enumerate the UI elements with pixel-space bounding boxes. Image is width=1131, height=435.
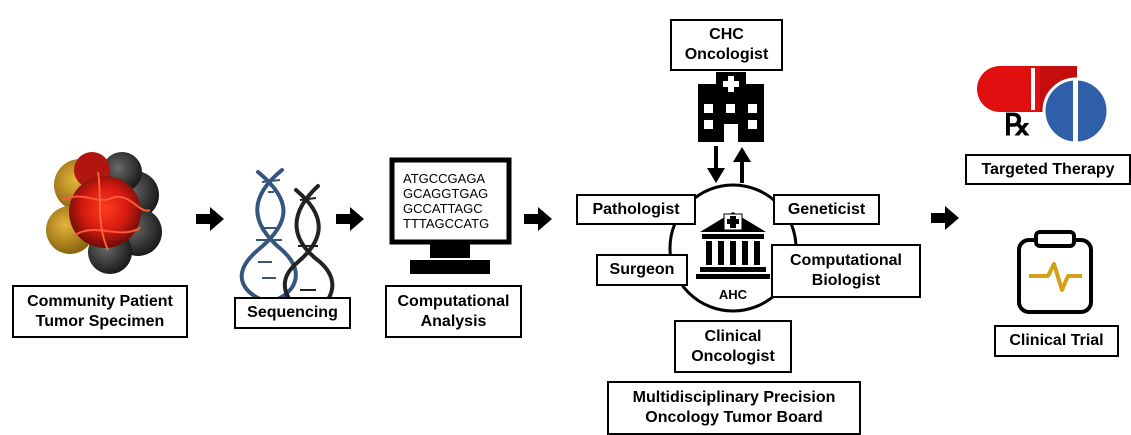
dna-icon <box>239 168 335 314</box>
chc-ahc-arrows <box>707 146 751 183</box>
institution-icon <box>668 183 798 313</box>
pill-capsule-icon <box>977 66 1110 145</box>
arrow-sequencing-to-analysis <box>336 207 364 231</box>
chc-oncologist-box: CHC Oncologist <box>670 19 783 71</box>
computational-biologist-box: Computational Biologist <box>771 244 921 298</box>
hospital-icon <box>698 72 764 142</box>
monitor-sequence-text: ATGCCGAGA GCAGGTGAG GCCATTAGC TTTAGCCATG <box>403 171 490 231</box>
sequencing-box: Sequencing <box>234 297 351 329</box>
arrow-tumor-board-to-therapy <box>931 206 959 230</box>
clinical-oncologist-box: Clinical Oncologist <box>674 320 792 373</box>
surgeon-box: Surgeon <box>596 254 688 286</box>
clinical-trial-box: Clinical Trial <box>994 325 1119 357</box>
rx-symbol: ℞ <box>1004 108 1031 143</box>
pathologist-box: Pathologist <box>576 194 696 225</box>
tumor-board-box: Multidisciplinary Precision Oncology Tum… <box>607 381 861 435</box>
computer-monitor-icon <box>389 157 512 274</box>
ahc-label: AHC <box>718 287 748 302</box>
tumor-icon <box>46 152 162 274</box>
community-specimen-box: Community Patient Tumor Specimen <box>12 285 188 338</box>
clipboard-icon <box>1017 230 1093 314</box>
flow-arrows <box>196 206 959 231</box>
arrow-specimen-to-sequencing <box>196 207 224 231</box>
geneticist-box: Geneticist <box>773 194 880 225</box>
computational-analysis-box: Computational Analysis <box>385 285 522 338</box>
targeted-therapy-box: Targeted Therapy <box>965 154 1131 185</box>
arrow-analysis-to-tumor-board <box>524 207 552 231</box>
